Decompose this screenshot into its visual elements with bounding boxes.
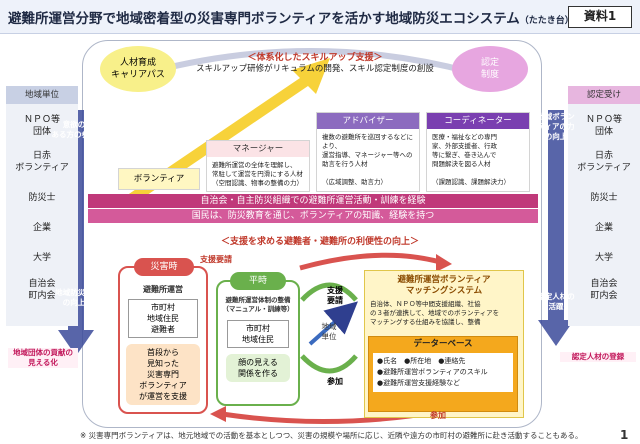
footer-note: ※ 災害専門ボランティアは、地元地域での活動を基本としつつ、災害の規模や場所に応…	[80, 431, 583, 440]
page-title: 避難所運営分野で地域密着型の災害専門ボランティアを活かす地域防災エコシステム（た…	[8, 11, 574, 27]
skillup-bubble: ＜体系化したスキルアップ支援＞ スキルアップ研修がリキュラムの開発、スキル認定制…	[190, 50, 440, 84]
participate-bottom-label: 参加	[430, 411, 446, 420]
manager-body: 避難所運営の全体を理解し、 常駐して運営を円滑にする人材 （空間認識、物事の整備…	[212, 161, 303, 187]
disaster-need: 首段から 見知った 災害専門 ボランティア が運営を支援	[126, 344, 200, 405]
green-cycle-top	[300, 282, 358, 302]
manager-title: マネージャー	[207, 141, 309, 157]
disaster-heading: 避難所運営	[143, 285, 183, 294]
right-item-npo: ＮＰＯ等 団体	[585, 115, 622, 137]
left-item-npo: ＮＰＯ等 団体	[23, 115, 60, 137]
normal-box: 平時 避難所運営体制の整備 （マニュアル・訓練等） 市町村 地域住民 顔の見える…	[216, 272, 300, 406]
skillup-bubble-title: ＜体系化したスキルアップ支援＞	[247, 53, 383, 63]
left-arrow-bottom-label: 地域防災力 の向上	[55, 288, 93, 307]
green-cycle-bottom	[300, 354, 358, 374]
right-item-neighborhood: 自治会 町内会	[590, 279, 618, 301]
right-panel: 認定受け ＮＰＯ等 団体 日赤 ボランティア 防災士 企業 大学 自治会 町内会	[568, 86, 640, 326]
cycle-request-label: 支援 要請	[327, 286, 343, 305]
disaster-badge: 災害時	[134, 258, 194, 276]
right-arrow-bottom-label: 認定人材の 活躍	[537, 292, 575, 311]
disaster-box: 災害時 避難所運営 市町村 地域住民 避難者 首段から 見知った 災害専門 ボラ…	[118, 258, 208, 414]
database-title: データーベース	[413, 339, 473, 349]
right-item-company: 企業	[594, 223, 613, 233]
coordinator-card: コーディネーター 医療・福祉などの専門 家、外部支援者、行政 等に繋ぎ、巻き込ん…	[426, 112, 530, 192]
database-item: ●避難所運営ボランティアのスキル	[377, 368, 488, 376]
right-item-bousaishi: 防災士	[590, 193, 618, 203]
normal-group: 市町村 地域住民	[227, 320, 289, 348]
cycle-participate-label: 参加	[327, 377, 343, 386]
career-path-circle: 人材育成 キャリアパス	[100, 46, 176, 92]
band-national-education: 国民は、防災教育を通じ、ボランティアの知識、経験を持つ	[88, 209, 538, 223]
left-item-bousaishi: 防災士	[28, 193, 56, 203]
right-down-arrow	[538, 110, 574, 346]
right-bottom-note: 認定人材の登録	[560, 352, 636, 362]
adviser-title: アドバイザー	[317, 113, 419, 129]
volunteer-level-card: ボランティア	[118, 168, 200, 190]
left-item-company: 企業	[32, 223, 51, 233]
volunteer-level-label: ボランティア	[133, 174, 185, 184]
adviser-body: 複数の避難所を巡回するなどにより、 運営指導、マネージャー等への 助言を行う人材…	[322, 133, 413, 186]
adviser-card: アドバイザー 複数の避難所を巡回するなどにより、 運営指導、マネージャー等への …	[316, 112, 420, 192]
normal-badge: 平時	[230, 272, 286, 290]
cycle-center-label: 地域 単位	[321, 322, 337, 341]
right-item-redcross: 日赤 ボランティア	[577, 151, 631, 173]
database-box: データーベース ●氏名 ●所在地 ●連絡先 ●避難所運営ボランティアのスキル ●…	[368, 336, 518, 412]
database-item: ●氏名 ●所在地 ●連絡先	[377, 357, 466, 365]
right-arrow-top-label: 地域ボラン ティアの力 の向上	[537, 112, 575, 141]
document-label: 資料1	[568, 6, 632, 28]
matching-title: 避難所運営ボランティア マッチングシステム	[397, 275, 491, 296]
database-item: ●避難所運営支援経験など	[377, 379, 461, 387]
left-item-redcross: 日赤 ボランティア	[15, 151, 69, 173]
page-number: 1	[620, 428, 629, 442]
left-item-neighborhood: 自治会 町内会	[28, 279, 56, 301]
top-curve-arrow	[149, 48, 471, 75]
bottom-banner: ＜支援を求める避難者・避難所の利便性の向上＞	[220, 237, 419, 247]
band-local-activity: 自治会・自主防災組織での避難所運営活動・訓練を経験	[88, 194, 538, 208]
title-bar	[0, 0, 640, 34]
left-panel: 地域単位 ＮＰＯ等 団体 日赤 ボランティア 防災士 企業 大学 自治会 町内会	[6, 86, 78, 326]
red-arrow-top	[299, 252, 441, 271]
left-item-university: 大学	[32, 253, 51, 263]
skillup-bubble-text: スキルアップ研修がリキュラムの開発、スキル認定制度の創設	[196, 64, 434, 74]
normal-heading: 避難所運営体制の整備 （マニュアル・訓練等）	[222, 296, 294, 313]
right-panel-header: 認定受け	[568, 86, 640, 104]
left-arrow-top-label: 意欲の ある方の参画	[51, 120, 97, 139]
database-items: ●氏名 ●所在地 ●連絡先 ●避難所運営ボランティアのスキル ●避難所運営支援経…	[373, 353, 513, 392]
left-bottom-note: 地域団体の貢献の 見える化	[8, 348, 78, 368]
manager-card: マネージャー 避難所運営の全体を理解し、 常駐して運営を円滑にする人材 （空間認…	[206, 140, 310, 192]
certification-circle: 認定 制度	[452, 46, 528, 92]
normal-relation: 顔の見える 関係を作る	[226, 354, 290, 382]
matching-body: 自治体、ＮＰＯ等中間支援組織、社協 の３者が連携して、地域でのボランティアを マ…	[370, 300, 500, 326]
right-item-university: 大学	[594, 253, 613, 263]
support-request-top-label: 支援要請	[200, 255, 232, 264]
left-panel-header: 地域単位	[6, 86, 78, 104]
title-sub: （たたき台）	[519, 16, 574, 26]
coordinator-title: コーディネーター	[427, 113, 529, 129]
disaster-group: 市町村 地域住民 避難者	[128, 299, 198, 338]
coordinator-body: 医療・福祉などの専門 家、外部支援者、行政 等に繋ぎ、巻き込んで 問題解決を図る…	[432, 133, 510, 186]
center-arrow	[308, 301, 358, 346]
